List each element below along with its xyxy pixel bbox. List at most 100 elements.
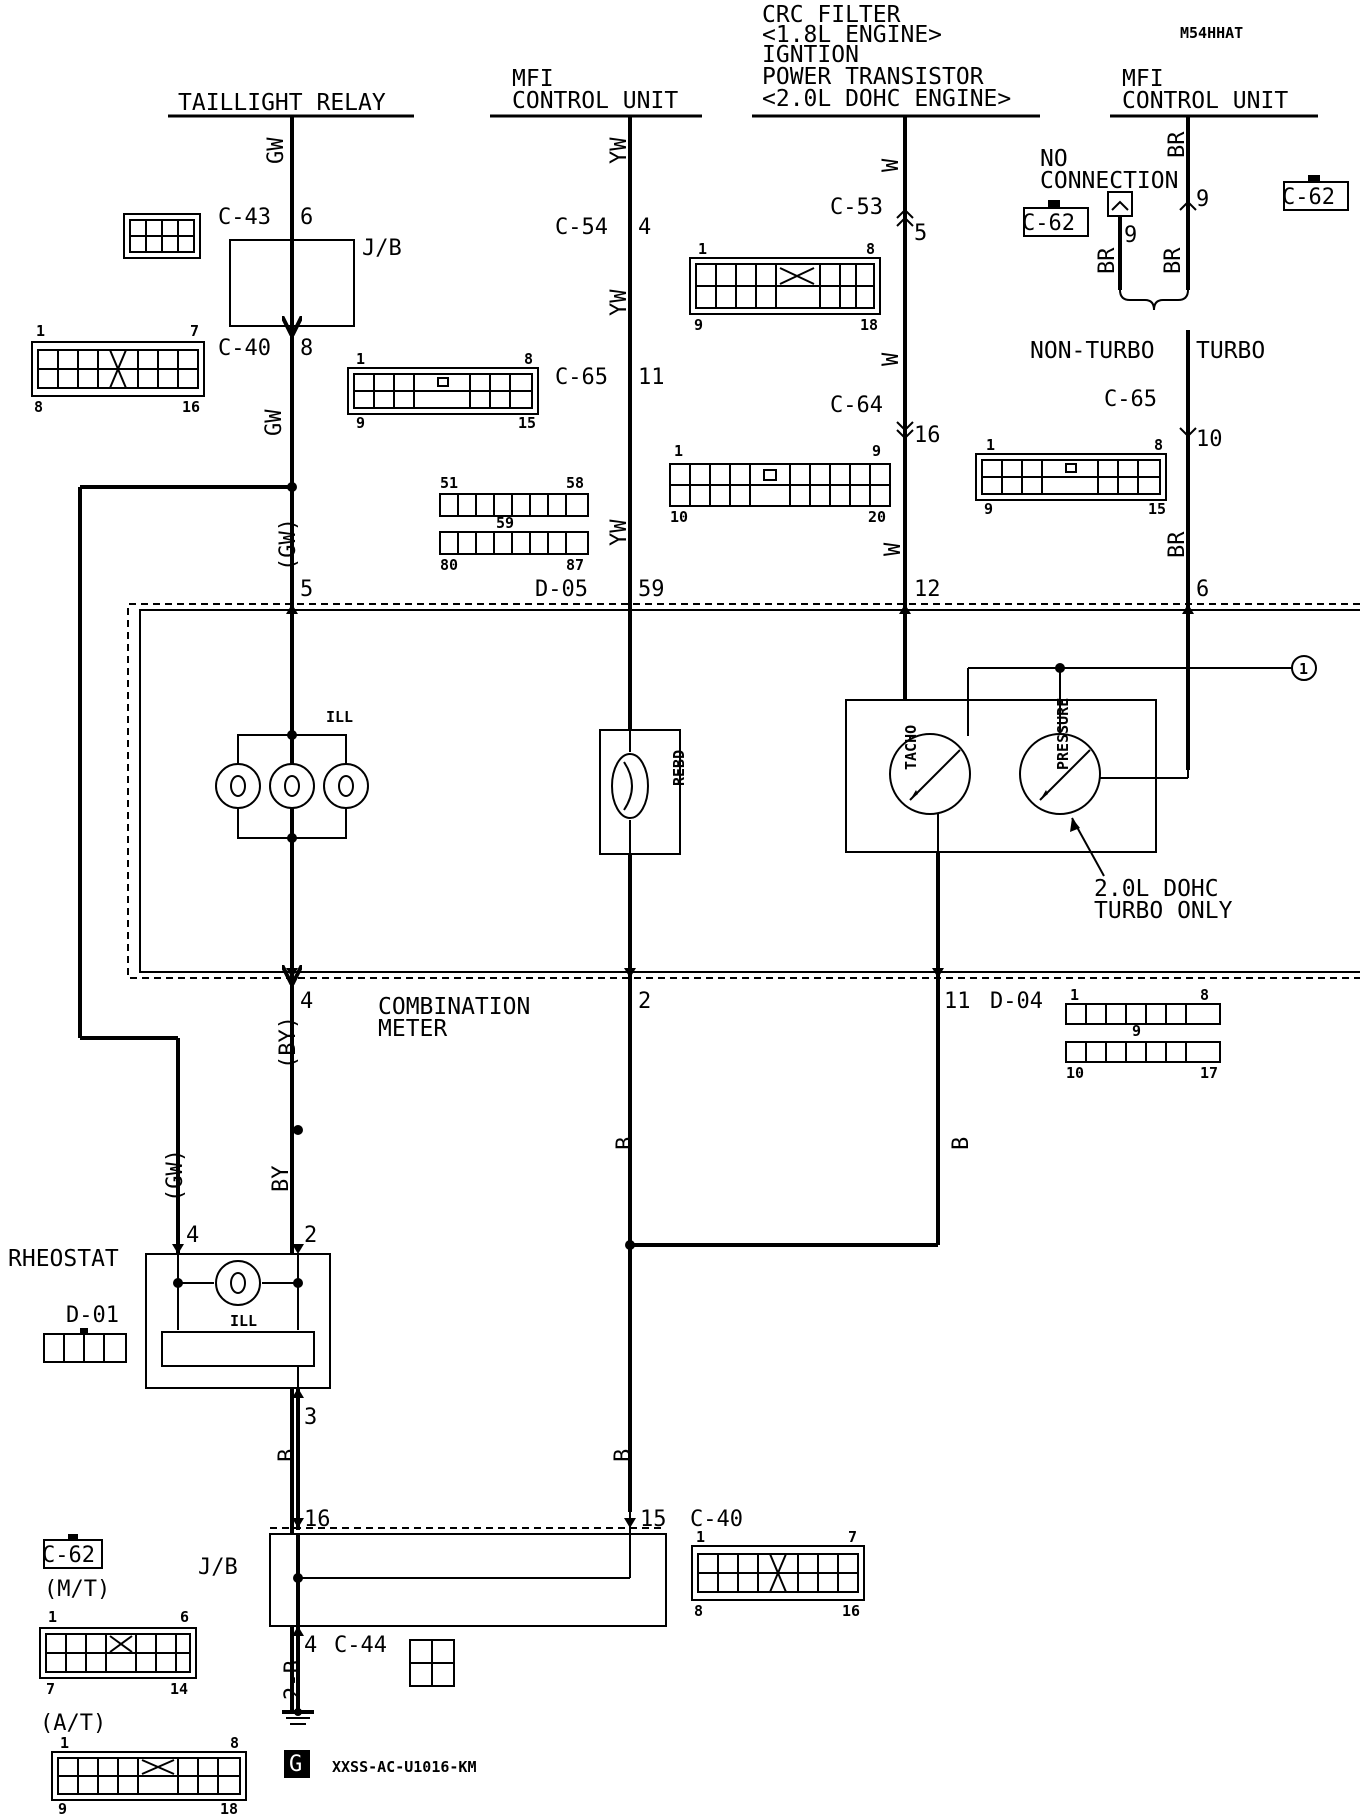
pin-rheostat-2: 2 [304, 1223, 317, 1248]
c62-mt-label: (M/T) [44, 1577, 110, 1602]
svg-text:ILL: ILL [326, 708, 353, 726]
connector-d01-label: D-01 [66, 1303, 119, 1328]
svg-text:1: 1 [698, 240, 707, 258]
rebd-indicator: REBD [599, 729, 688, 855]
svg-text:8: 8 [230, 1734, 239, 1752]
pin-meter-6: 6 [1196, 577, 1209, 602]
connector-d01-icon [43, 1328, 127, 1363]
pin-c65-11: 11 [638, 365, 665, 390]
svg-text:18: 18 [220, 1800, 238, 1816]
svg-text:16: 16 [842, 1602, 860, 1620]
svg-text:MFI: MFI [1122, 66, 1164, 92]
wire-color-w-1: W [879, 158, 904, 172]
wire-color-br-1: BR [1165, 131, 1190, 158]
tacho-label: TACHO [902, 725, 920, 770]
svg-text:14: 14 [170, 1680, 188, 1698]
pin-meter-5: 5 [300, 577, 313, 602]
junction-block-lower [269, 1512, 667, 1627]
turbo-label: TURBO [1196, 338, 1265, 364]
svg-text:9: 9 [694, 316, 703, 334]
wire-color-yw-2: YW [607, 289, 632, 316]
rheostat-body: ILL [145, 1253, 331, 1389]
svg-text:9: 9 [1132, 1022, 1141, 1040]
svg-text:TURBO ONLY: TURBO ONLY [1094, 898, 1233, 924]
wire-color-gw-2: GW [262, 409, 287, 436]
svg-text:6: 6 [180, 1608, 189, 1626]
pin-c40-8: 8 [300, 336, 313, 361]
wire-color-w-2: W [879, 352, 904, 366]
pin-d05-59: 59 [638, 577, 665, 602]
c62-at-label: (A/T) [40, 1711, 106, 1736]
svg-text:MFI: MFI [512, 66, 554, 92]
pin-meter-11: 11 [944, 989, 971, 1014]
svg-text:CONTROL UNIT: CONTROL UNIT [512, 88, 678, 114]
wire-color-br-3: BR [1161, 247, 1186, 274]
svg-text:IGNTION: IGNTION [762, 42, 859, 68]
connector-c53-icon: 1 8 9 18 [689, 240, 881, 334]
wire-color-br-2: BR [1095, 247, 1120, 274]
svg-text:10: 10 [670, 508, 688, 526]
connector-c43-label: C-43 [218, 205, 271, 230]
svg-text:G: G [289, 1752, 302, 1777]
wire-b-right [630, 975, 940, 1247]
wire-color-yw-3: YW [607, 519, 632, 546]
connector-c62-label-nonturbo: C-62 [1022, 211, 1075, 236]
svg-text:7: 7 [190, 322, 199, 340]
jb-label-lower: J/B [198, 1555, 238, 1580]
connector-c40-icon-lower: 1 7 8 16 [691, 1528, 865, 1620]
connector-c62-icon-left [43, 1534, 103, 1569]
connector-c62-icon-turbo [1283, 175, 1349, 211]
connector-c65-icon-b: 1 8 9 15 [975, 436, 1167, 518]
pin-c43-6: 6 [300, 205, 313, 230]
pin-c62-9-turbo: 9 [1196, 187, 1209, 212]
connector-c62-label-turbo: C-62 [1282, 185, 1335, 210]
svg-text:8: 8 [694, 1602, 703, 1620]
svg-text:9: 9 [356, 414, 365, 432]
pin-meter-4: 4 [300, 989, 313, 1014]
svg-text:1: 1 [1070, 986, 1079, 1004]
non-turbo-label: NON-TURBO [1030, 338, 1155, 364]
svg-text:ILL: ILL [230, 1312, 257, 1330]
connector-d04-icon: 1 8 9 10 17 [1065, 986, 1221, 1082]
wire-color-b-3: B [275, 1449, 300, 1462]
pin-c54-4: 4 [638, 215, 651, 240]
svg-text:POWER TRANSISTOR: POWER TRANSISTOR [762, 64, 984, 90]
wire-color-yw-1: YW [607, 137, 632, 164]
svg-text:1: 1 [674, 442, 683, 460]
connector-c65-label-a: C-65 [555, 365, 608, 390]
svg-text:8: 8 [1154, 436, 1163, 454]
header-taillight-relay: TAILLIGHT RELAY [168, 90, 414, 118]
connector-c62-icon-nonturbo [1023, 200, 1089, 237]
pin-c64-16: 16 [914, 423, 941, 448]
turbo-brace [1119, 289, 1189, 311]
svg-text:17: 17 [1200, 1064, 1218, 1082]
svg-text:16: 16 [182, 398, 200, 416]
header-crc-filter: CRC FILTER <1.8L ENGINE> IGNTION POWER T… [752, 2, 1040, 118]
pin-c53-5: 5 [914, 221, 927, 246]
wire-color-gw-paren-2: (GW) [163, 1149, 188, 1202]
ref-circle-1: 1 [1299, 660, 1308, 678]
wire-color-by-paren: (BY) [276, 1016, 301, 1069]
ill-lamps: ILL [215, 708, 369, 843]
connector-c65-icon-a: 1 8 9 15 [347, 350, 539, 432]
connector-c62-at-icon: 1 8 9 18 [51, 1734, 247, 1816]
no-connection-label: NO CONNECTION [1040, 146, 1178, 194]
svg-text:1: 1 [356, 350, 365, 368]
svg-text:1: 1 [60, 1734, 69, 1752]
svg-text:7: 7 [848, 1528, 857, 1546]
svg-text:7: 7 [46, 1680, 55, 1698]
svg-text:59: 59 [496, 514, 514, 532]
combination-meter-label: COMBINATION METER [378, 994, 530, 1042]
svg-text:1: 1 [48, 1608, 57, 1626]
no-connection-box [1107, 191, 1133, 217]
svg-text:1: 1 [36, 322, 45, 340]
connector-d05-label: D-05 [535, 577, 588, 602]
pin-c44-4: 4 [304, 1633, 317, 1658]
wire-taillight [78, 116, 303, 1710]
pin-c62-9-nonturbo: 9 [1124, 223, 1137, 248]
connector-c43-icon [123, 213, 201, 259]
svg-text:1: 1 [696, 1528, 705, 1546]
wire-color-w-3: W [881, 542, 906, 556]
svg-text:CONNECTION: CONNECTION [1040, 168, 1178, 194]
